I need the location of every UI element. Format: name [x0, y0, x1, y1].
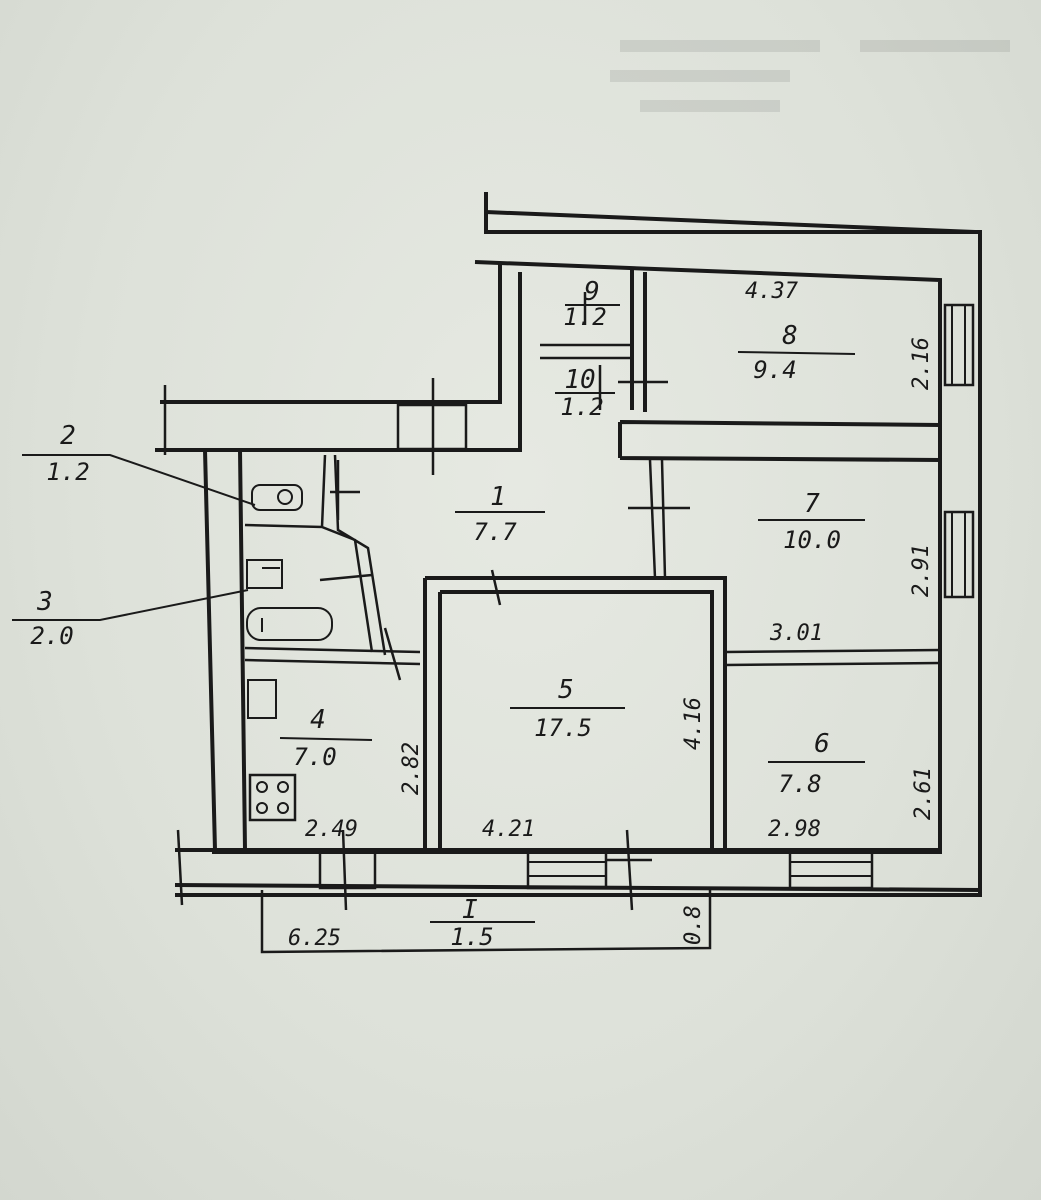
wall-break-left [163, 385, 184, 906]
bathtub-icon [246, 607, 333, 641]
sink-icon [246, 559, 283, 589]
dimension-room6-width: 2.98 [768, 817, 821, 842]
door-marks [319, 292, 690, 911]
room-area: 2.0 [30, 622, 73, 650]
room-area: 1.2 [563, 303, 606, 331]
scan-smudges [610, 40, 1010, 112]
room-area: 10.0 [783, 526, 841, 554]
wall-room7-left [648, 459, 667, 579]
dimension-room5-width: 4.21 [482, 817, 535, 842]
room-number: 7 [804, 489, 820, 519]
room-label-10: 10 1.2 [555, 365, 615, 421]
room-area: 7.7 [473, 518, 517, 546]
dimension-room7-height: 2.91 [909, 544, 934, 597]
room-label-4: 4 7.0 [279, 705, 373, 771]
room-area: 1.2 [46, 458, 89, 486]
leader-room3 [12, 589, 249, 621]
room-area: 1.5 [450, 923, 493, 951]
wall-room9-right [630, 270, 647, 412]
toilet-icon [251, 484, 303, 511]
room-number: 10 [564, 365, 595, 395]
fixtures [246, 484, 333, 822]
room-label-8: 8 9.4 [737, 321, 856, 384]
balcony-outline [260, 890, 712, 954]
dimension-room7-width: 3.01 [769, 621, 823, 646]
window-room5 [526, 850, 608, 890]
dimension-room8-height: 2.16 [909, 337, 934, 390]
doors [319, 292, 690, 911]
wall-room9-room10 [540, 343, 632, 360]
dimension-room8-width: 4.37 [745, 279, 799, 304]
dimension-room4-height: 2.82 [399, 742, 424, 795]
room-number: I [462, 895, 478, 925]
room-area: 7.8 [778, 770, 821, 798]
outer-wall-left [203, 449, 247, 851]
wall-room5 [423, 576, 727, 850]
room-number: 8 [782, 321, 798, 351]
window-room4 [318, 850, 377, 890]
dimension-balcony-depth: 0.8 [681, 905, 706, 945]
dimension-labels: 4.37 2.16 2.91 3.01 2.61 2.98 4.16 4.21 … [288, 279, 936, 951]
kitchen-sink-icon [247, 679, 277, 719]
window-room8 [943, 303, 975, 387]
room-label-3: 3 2.0 [30, 587, 73, 650]
room-label-7: 7 10.0 [758, 489, 865, 554]
room-number: 9 [584, 277, 600, 307]
inner-walls [244, 270, 941, 850]
dimension-balcony-length: 6.25 [288, 926, 341, 951]
outer-wall-bottom [174, 848, 981, 892]
room-label-6: 6 7.8 [768, 729, 865, 798]
room-area: 1.2 [560, 393, 603, 421]
room-label-2: 2 1.2 [22, 421, 110, 486]
dimension-room5-height: 4.16 [681, 697, 706, 750]
room-number: 6 [814, 729, 830, 759]
room-label-1: 1 7.7 [455, 482, 545, 546]
wall-room7-room6 [724, 648, 941, 667]
room-area: 9.4 [753, 356, 796, 384]
room-area: 7.0 [293, 743, 336, 771]
dimension-room4-width: 2.49 [305, 817, 358, 842]
room-number: 1 [490, 482, 506, 512]
room-area: 17.5 [534, 714, 592, 742]
stove-icon [248, 773, 297, 822]
dimension-room6-height: 2.61 [911, 767, 936, 820]
room-number: 2 [60, 421, 76, 451]
wall-room8-bottom [618, 420, 941, 462]
room-label-9: 9 1.2 [563, 277, 620, 331]
window-room6 [788, 850, 874, 890]
room-labels: 1 7.7 2 1.2 3 2.0 4 7.0 5 17.5 6 [22, 277, 865, 951]
outer-wall-left-top [155, 262, 522, 452]
window-room7 [943, 510, 975, 599]
outer-walls [155, 192, 982, 906]
room-label-5: 5 17.5 [510, 675, 625, 742]
room-number: 4 [310, 705, 326, 735]
room-number: 5 [558, 675, 574, 705]
room-number: 3 [36, 587, 53, 617]
room-label-balcony: I 1.5 [430, 895, 535, 951]
